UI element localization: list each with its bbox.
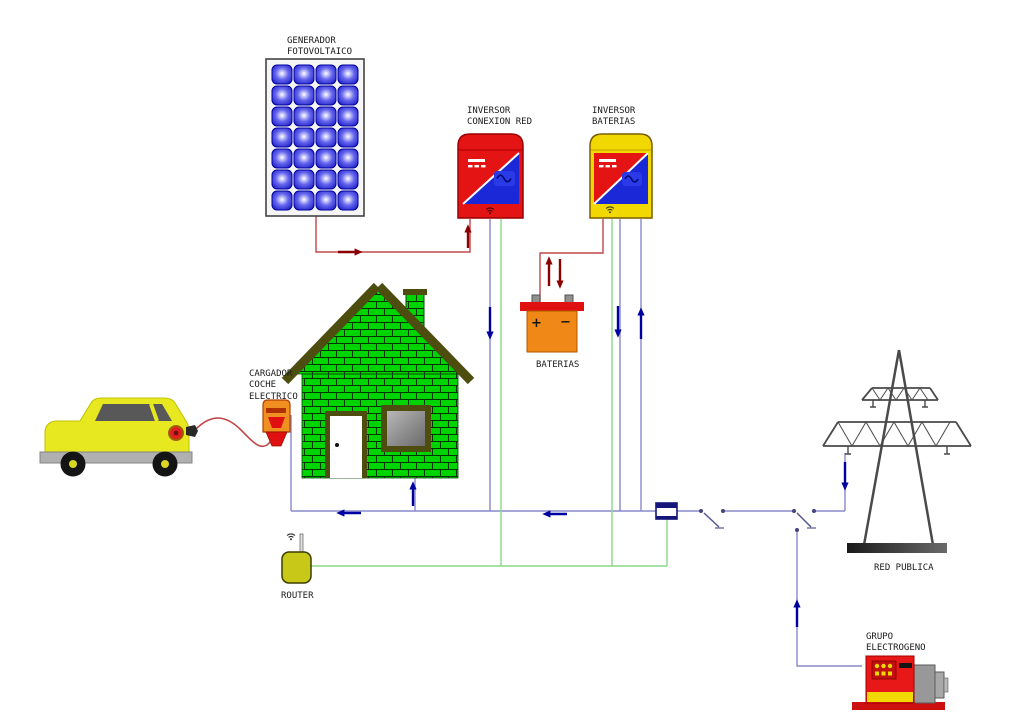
- wire-genset: [796, 530, 862, 667]
- label-public-grid: RED PUBLICA: [874, 563, 934, 573]
- door: [330, 416, 362, 478]
- house: [281, 282, 475, 479]
- dc-symbol: [468, 159, 486, 168]
- router-antenna: [299, 533, 304, 554]
- battery-plus-sign: +: [531, 316, 542, 331]
- door-handle: [335, 443, 339, 447]
- wifi-icon: [286, 533, 296, 541]
- genset: [852, 655, 949, 710]
- label-router: ROUTER: [281, 591, 314, 601]
- label-genset: GRUPO ELECTROGENO: [866, 632, 926, 654]
- label-batteries: BATERIAS: [536, 360, 580, 370]
- genset-base: [852, 702, 945, 710]
- switch-genset: [792, 509, 816, 532]
- wire-battery-inverter-to-battery: [539, 219, 604, 303]
- electric-car: [39, 397, 198, 477]
- roof-right: [375, 282, 475, 385]
- battery: [520, 294, 584, 353]
- label-grid-inverter: INVERSOR CONEXION RED: [467, 106, 533, 128]
- battery-inverter: [589, 133, 653, 219]
- ev-charger: [262, 399, 291, 447]
- chimney-cap: [403, 289, 427, 295]
- label-battery-inverter: INVERSOR BATERIAS: [592, 106, 636, 128]
- comm-wires: [310, 219, 668, 567]
- tower-base: [847, 543, 947, 553]
- grid-inverter: [457, 133, 524, 219]
- roof-left: [281, 282, 381, 385]
- battery-minus-sign: −: [560, 315, 571, 330]
- car-bumper: [39, 451, 193, 464]
- dc-symbol: [599, 159, 617, 168]
- charge-plug: [186, 425, 198, 437]
- gable: [293, 288, 463, 375]
- transmission-tower: [822, 349, 972, 553]
- wire-pv-to-grid-inverter: [315, 216, 471, 253]
- energy-meter: [655, 502, 678, 520]
- car-windows: [95, 404, 172, 421]
- switch-grid: [699, 509, 725, 529]
- ac-flow-arrows: [336, 306, 849, 627]
- router: [281, 533, 312, 584]
- genset-panel: [871, 660, 897, 680]
- solar-panel: [265, 58, 365, 217]
- label-solar-panel: GENERADOR FOTOVOLTAICO: [287, 36, 353, 58]
- label-ev-charger: CARGADOR COCHE ELECTRICO: [249, 369, 298, 402]
- genset-engine: [912, 664, 936, 704]
- window: [387, 411, 425, 446]
- wire-ev-charging-cable: [195, 417, 272, 448]
- dc-flow-arrows: [338, 224, 564, 289]
